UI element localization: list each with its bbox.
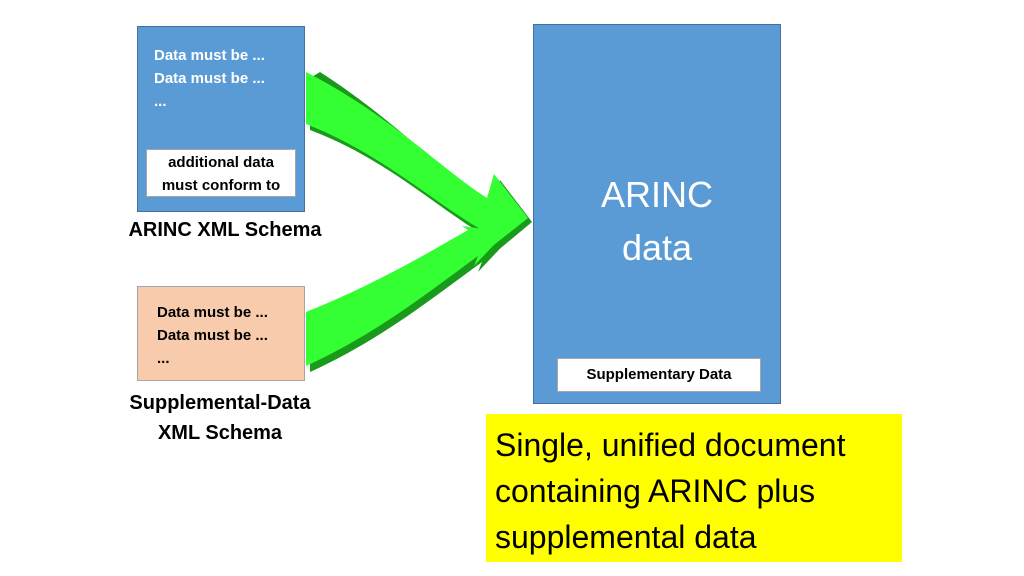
rule-line: Data must be ...: [157, 327, 268, 344]
arinc-schema-box: Data must be ... Data must be ... ... ad…: [137, 26, 305, 212]
rule-line: Data must be ...: [154, 47, 265, 64]
upper-arrow: [306, 72, 528, 256]
rule-line: Data must be ...: [157, 304, 268, 321]
supplemental-schema-label: Supplemental-Data XML Schema: [100, 388, 340, 448]
supplemental-schema-box: Data must be ... Data must be ... ...: [137, 286, 305, 381]
rule-line: ...: [157, 350, 170, 367]
title-line: data: [621, 227, 693, 268]
arinc-data-box: ARINC data Supplementary Data: [533, 24, 781, 404]
rule-line: ...: [154, 93, 167, 110]
additional-line: additional data: [168, 154, 274, 171]
rule-line: Data must be ...: [154, 70, 265, 87]
lower-arrow: [306, 226, 506, 366]
supplemental-schema-rules: Data must be ... Data must be ... ...: [157, 301, 268, 370]
arinc-schema-label: ARINC XML Schema: [128, 219, 322, 241]
callout-line: containing ARINC plus: [495, 473, 816, 509]
arinc-data-title: ARINC data: [534, 168, 780, 274]
unified-document-callout: Single, unified document containing ARIN…: [486, 414, 902, 562]
additional-data-box: additional data must conform to: [146, 149, 296, 197]
label-line: Supplemental-Data: [129, 392, 311, 414]
label-line: XML Schema: [157, 422, 283, 444]
additional-line: must conform to: [161, 177, 281, 194]
title-line: ARINC: [600, 174, 713, 215]
arinc-schema-rules: Data must be ... Data must be ... ...: [154, 44, 265, 113]
callout-line: supplemental data: [495, 519, 757, 555]
callout-line: Single, unified document: [495, 427, 846, 463]
supplementary-data-box: Supplementary Data: [557, 358, 761, 392]
